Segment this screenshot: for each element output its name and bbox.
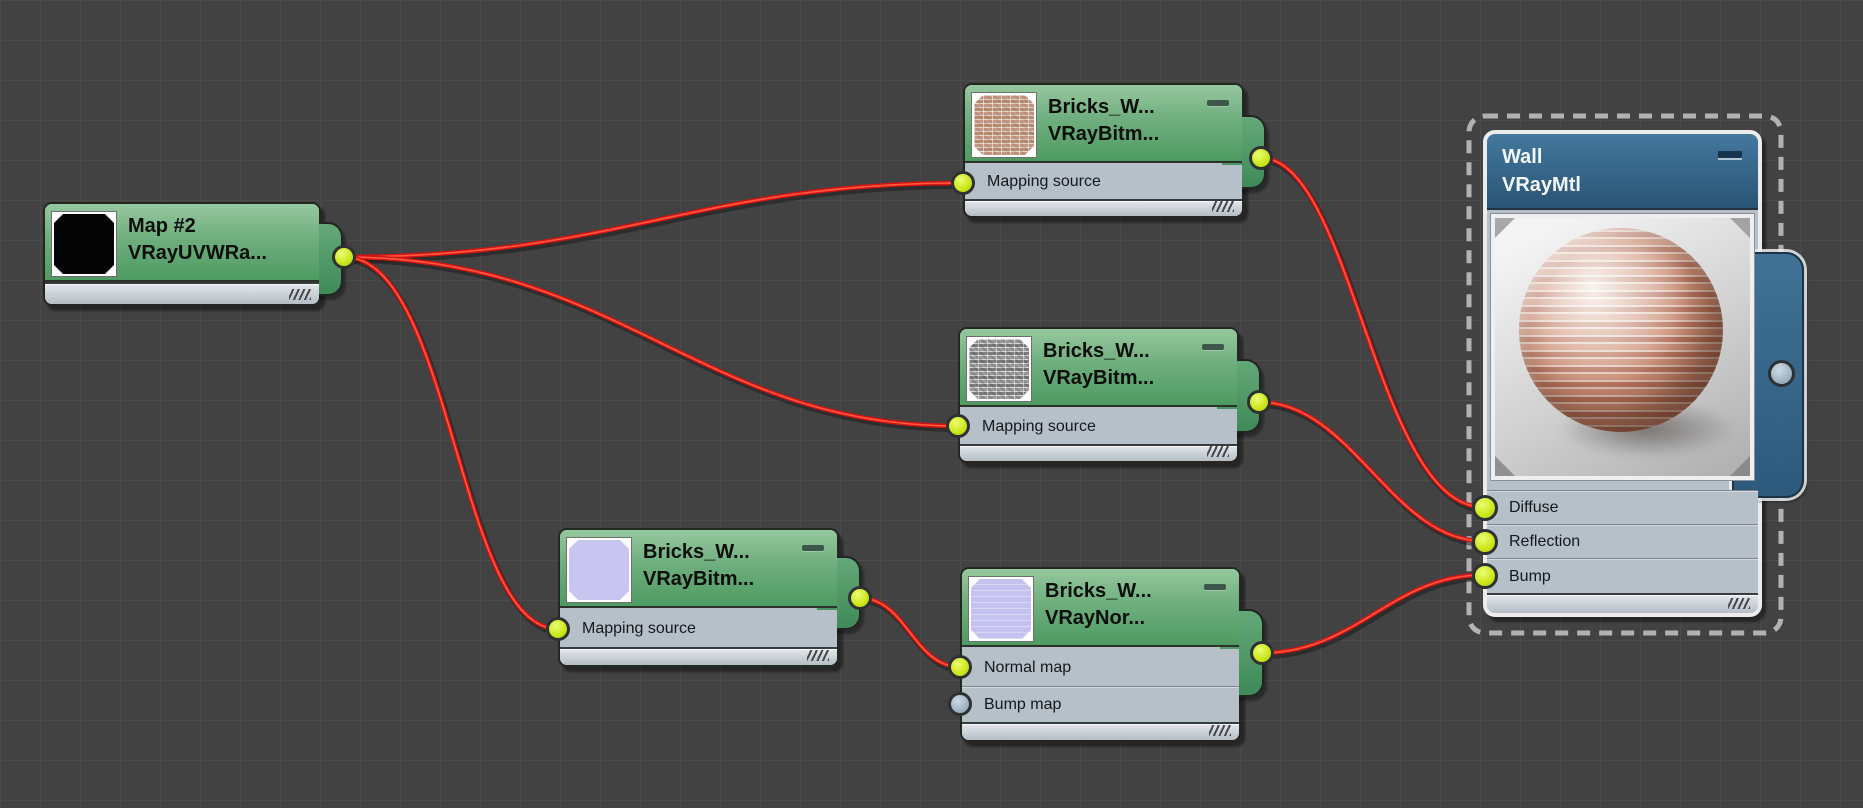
minimize-button[interactable]: [1207, 100, 1229, 106]
slot-label-bump-map: Bump map: [984, 696, 1062, 713]
wire-bricks-bump-to-normalmap[interactable]: [859, 595, 963, 673]
slot-label-normal-map: Normal map: [984, 659, 1072, 676]
minimize-button[interactable]: [1202, 344, 1224, 350]
node-title: Wall: [1502, 146, 1543, 168]
node-map2[interactable]: Map #2 VRayUVWRa...: [43, 202, 356, 306]
node-bricks-bump[interactable]: Bricks_W... VRayBitm... Mapping source: [546, 528, 872, 667]
output-socket[interactable]: [332, 245, 356, 269]
node-title: Bricks_W...: [643, 541, 750, 563]
input-socket-bump[interactable]: [1472, 563, 1498, 589]
resize-grip[interactable]: [289, 289, 311, 300]
node-title: Bricks_W...: [1043, 340, 1150, 362]
preview-corner: [1495, 456, 1515, 476]
node-title: Map #2: [128, 215, 196, 237]
resize-grip[interactable]: [1212, 201, 1234, 212]
input-socket-bump-map[interactable]: [948, 692, 972, 716]
resize-grip[interactable]: [807, 650, 829, 661]
material-preview: [1491, 214, 1754, 480]
preview-corner: [1730, 456, 1750, 476]
minimize-button[interactable]: [1204, 584, 1226, 590]
minimize-button[interactable]: [1718, 151, 1742, 158]
node-type: VRayNor...: [1045, 607, 1146, 629]
node-normal-map[interactable]: Bricks_W... VRayNor... Normal map Bump m…: [948, 567, 1274, 742]
input-socket-normal-map[interactable]: [948, 655, 972, 679]
resize-grip[interactable]: [1207, 446, 1229, 457]
node-type: VRayMtl: [1502, 174, 1581, 196]
node-thumbnail: [967, 337, 1031, 401]
node-thumbnail: [52, 212, 116, 276]
wire-bricks-reflection-to-wall[interactable]: [1258, 399, 1486, 547]
slot-label-mapping-source: Mapping source: [582, 620, 696, 637]
node-thumbnail: [567, 538, 631, 602]
node-type: VRayBitm...: [643, 568, 755, 590]
node-bricks-diffuse[interactable]: Bricks_W... VRayBitm... Mapping source: [951, 83, 1273, 218]
wire-map2-to-bricks-reflection[interactable]: [343, 254, 961, 432]
slot-label-mapping-source: Mapping source: [982, 418, 1096, 435]
output-socket[interactable]: [1250, 641, 1274, 665]
slot-label-bump: Bump: [1509, 568, 1551, 585]
input-socket-reflection[interactable]: [1472, 529, 1498, 555]
node-type: VRayUVWRa...: [128, 242, 267, 264]
resize-grip[interactable]: [1728, 598, 1750, 609]
node-wall-material[interactable]: Wall VRayMtl Diffuse Reflection Bump: [1472, 130, 1804, 617]
resize-grip[interactable]: [1209, 725, 1231, 736]
node-thumbnail: [969, 577, 1033, 641]
selection-outline: [1466, 113, 1784, 636]
output-socket[interactable]: [1247, 390, 1271, 414]
node-title: Bricks_W...: [1045, 580, 1152, 602]
input-socket-mapping-source[interactable]: [546, 617, 570, 641]
node-type: VRayBitm...: [1048, 123, 1160, 145]
node-thumbnail: [972, 93, 1036, 157]
input-socket-mapping-source[interactable]: [951, 171, 975, 195]
output-socket[interactable]: [1249, 146, 1273, 170]
node-title: Bricks_W...: [1048, 96, 1155, 118]
input-socket-diffuse[interactable]: [1472, 495, 1498, 521]
wire-map2-to-bricks-bump[interactable]: [343, 254, 561, 635]
wire-normalmap-to-wall[interactable]: [1261, 572, 1486, 659]
slot-label-diffuse: Diffuse: [1509, 499, 1559, 516]
node-type: VRayBitm...: [1043, 367, 1155, 389]
wire-map2-to-bricks-diffuse[interactable]: [343, 180, 966, 263]
minimize-button[interactable]: [802, 545, 824, 551]
output-socket[interactable]: [848, 586, 872, 610]
output-socket[interactable]: [1768, 360, 1795, 387]
preview-sphere: [1519, 228, 1723, 432]
slot-label-mapping-source: Mapping source: [987, 173, 1101, 190]
wire-bricks-diffuse-to-wall[interactable]: [1260, 155, 1486, 513]
node-bricks-reflection[interactable]: Bricks_W... VRayBitm... Mapping source: [946, 327, 1271, 463]
slot-label-reflection: Reflection: [1509, 533, 1581, 550]
input-socket-mapping-source[interactable]: [946, 414, 970, 438]
preview-corner: [1495, 218, 1515, 238]
preview-corner: [1730, 218, 1750, 238]
